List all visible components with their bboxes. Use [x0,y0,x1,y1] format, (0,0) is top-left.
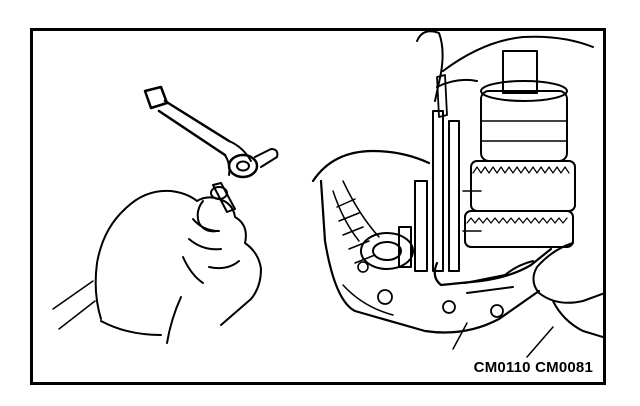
right-illustration [311,31,603,358]
illustration-frame: CM0110 CM0081 [30,28,606,385]
right-hand [464,242,603,338]
upper-hand [416,31,594,102]
gear-stack [464,50,576,248]
figure-codes: CM0110 CM0081 [473,359,593,376]
roll-pin [212,182,236,213]
fork-arm [157,99,231,157]
left-sleeve [94,208,182,344]
transmission-case [311,149,541,334]
shift-fork [433,247,553,287]
shift-rods [398,110,482,272]
line-art [52,31,603,358]
bearing-bore [360,232,414,270]
left-hand [124,189,262,326]
left-illustration [52,85,279,344]
fork-pad [143,85,169,110]
fork-hub [227,153,259,179]
